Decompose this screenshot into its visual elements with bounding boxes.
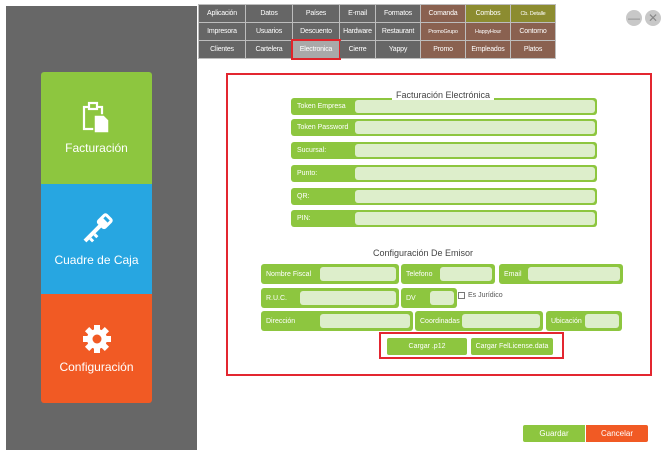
- dv-input[interactable]: [430, 291, 454, 305]
- tab-yappy[interactable]: Yappy: [376, 41, 420, 58]
- sidebar-item-label: Configuración: [59, 359, 134, 374]
- field-label: Sucursal:: [297, 147, 327, 154]
- tab-usuarios[interactable]: Usuarios: [246, 23, 292, 40]
- field-label: Coordinadas: [420, 317, 460, 325]
- tab-cartelera[interactable]: Cartelera: [246, 41, 292, 58]
- tab-contorno[interactable]: Contorno: [511, 23, 555, 40]
- field-label: R.U.C.: [266, 294, 287, 302]
- tab-comanda[interactable]: Comanda: [421, 5, 465, 22]
- tab-electronica[interactable]: Electronica: [291, 39, 341, 60]
- field-label: Email: [504, 270, 522, 278]
- punto-input[interactable]: [355, 167, 595, 180]
- cargar-p12-button[interactable]: Cargar .p12: [387, 338, 467, 355]
- minimize-icon[interactable]: —: [626, 10, 642, 26]
- field-label: DV: [406, 294, 416, 302]
- pin-input[interactable]: [355, 212, 595, 225]
- field-token-password: Token Password: [291, 119, 597, 136]
- field-coordinadas: Coordinadas: [415, 311, 543, 331]
- sidebar-item-facturacion[interactable]: Facturación: [41, 72, 152, 184]
- field-label: Dirección: [266, 317, 296, 325]
- tab-formatos[interactable]: Formatos: [376, 5, 420, 22]
- sidebar-item-label: Cuadre de Caja: [54, 253, 139, 267]
- tab-promogrupo[interactable]: PromoGrupo: [421, 23, 465, 40]
- field-label: Punto:: [297, 170, 318, 177]
- tab-platos[interactable]: Platos: [511, 41, 555, 58]
- nombre-fiscal-input[interactable]: [320, 267, 396, 281]
- field-email: Email: [499, 264, 623, 284]
- ubicacion-input[interactable]: [585, 314, 619, 328]
- tab-empleados[interactable]: Empleados: [466, 41, 510, 58]
- section-title-facturacion-electronica: Facturación Electrónica: [392, 90, 495, 100]
- field-direccion: Dirección: [261, 311, 413, 331]
- field-sucursal: Sucursal:: [291, 142, 597, 159]
- checkbox-icon[interactable]: [458, 292, 465, 299]
- tab-aplicacion[interactable]: Aplicación: [199, 5, 245, 22]
- window-controls: — ✕: [626, 10, 661, 26]
- tab-combos[interactable]: Combos: [466, 5, 510, 22]
- sidebar-item-cuadre-de-caja[interactable]: Cuadre de Caja: [41, 184, 152, 294]
- field-punto: Punto:: [291, 165, 597, 182]
- tab-email[interactable]: E-mail: [340, 5, 375, 22]
- cargar-buttons-group: Cargar .p12 Cargar FelLicense.data: [379, 332, 564, 359]
- tab-restaurant[interactable]: Restaurant: [376, 23, 420, 40]
- field-ubicacion: Ubicación: [546, 311, 622, 331]
- electronica-panel: Facturación Electrónica Token Empresa To…: [226, 73, 652, 376]
- sidebar: Facturación Cuadre de Caja: [6, 6, 197, 450]
- sucursal-input[interactable]: [355, 144, 595, 157]
- tab-clientes[interactable]: Clientes: [199, 41, 245, 58]
- field-nombre-fiscal: Nombre Fiscal: [261, 264, 399, 284]
- field-dv: DV: [401, 288, 457, 308]
- tab-cierre[interactable]: Cierre: [340, 41, 375, 58]
- sidebar-item-label: Facturación: [65, 141, 128, 155]
- field-pin: PIN:: [291, 210, 597, 227]
- ruc-input[interactable]: [300, 291, 396, 305]
- token-password-input[interactable]: [355, 121, 595, 134]
- sidebar-item-configuracion[interactable]: Configuración: [41, 294, 152, 403]
- direccion-input[interactable]: [320, 314, 410, 328]
- telefono-input[interactable]: [440, 267, 492, 281]
- tab-promo[interactable]: Promo: [421, 41, 465, 58]
- field-label: Token Empresa: [297, 103, 346, 110]
- coordinadas-input[interactable]: [462, 314, 540, 328]
- email-input[interactable]: [528, 267, 620, 281]
- tab-datos[interactable]: Datos: [246, 5, 292, 22]
- field-label: Ubicación: [551, 317, 582, 325]
- tab-cb-detalle[interactable]: Cb. Detalle: [511, 5, 555, 22]
- field-qr: QR:: [291, 188, 597, 205]
- es-juridico-checkbox[interactable]: Es Jurídico: [458, 292, 503, 299]
- cargar-license-button[interactable]: Cargar FelLicense.data: [471, 338, 553, 355]
- tab-paises[interactable]: Países: [293, 5, 339, 22]
- field-telefono: Telefono: [401, 264, 495, 284]
- guardar-button[interactable]: Guardar: [523, 425, 585, 442]
- tab-descuento[interactable]: Descuento: [293, 23, 339, 40]
- token-empresa-input[interactable]: [355, 100, 595, 113]
- settings-tab-grid: Aplicación Datos Países E-mail Formatos …: [198, 4, 556, 60]
- field-token-empresa: Token Empresa: [291, 98, 597, 115]
- cancelar-button[interactable]: Cancelar: [586, 425, 648, 442]
- field-label: PIN:: [297, 215, 311, 222]
- field-label: Telefono: [406, 270, 433, 278]
- field-label: QR:: [297, 193, 310, 200]
- clipboard-icon: [82, 101, 110, 134]
- qr-input[interactable]: [355, 190, 595, 203]
- gear-icon: [82, 324, 111, 353]
- close-icon[interactable]: ✕: [645, 10, 661, 26]
- section-title-configuracion-emisor: Configuración De Emisor: [373, 248, 474, 258]
- field-label: Token Password: [297, 124, 349, 131]
- field-label: Nombre Fiscal: [266, 270, 312, 278]
- key-icon: [83, 213, 113, 243]
- tab-happyhour[interactable]: HappyHour: [466, 23, 510, 40]
- checkbox-label: Es Jurídico: [468, 292, 503, 299]
- tab-hardware[interactable]: Hardware: [340, 23, 375, 40]
- tab-impresora[interactable]: Impresora: [199, 23, 245, 40]
- field-ruc: R.U.C.: [261, 288, 399, 308]
